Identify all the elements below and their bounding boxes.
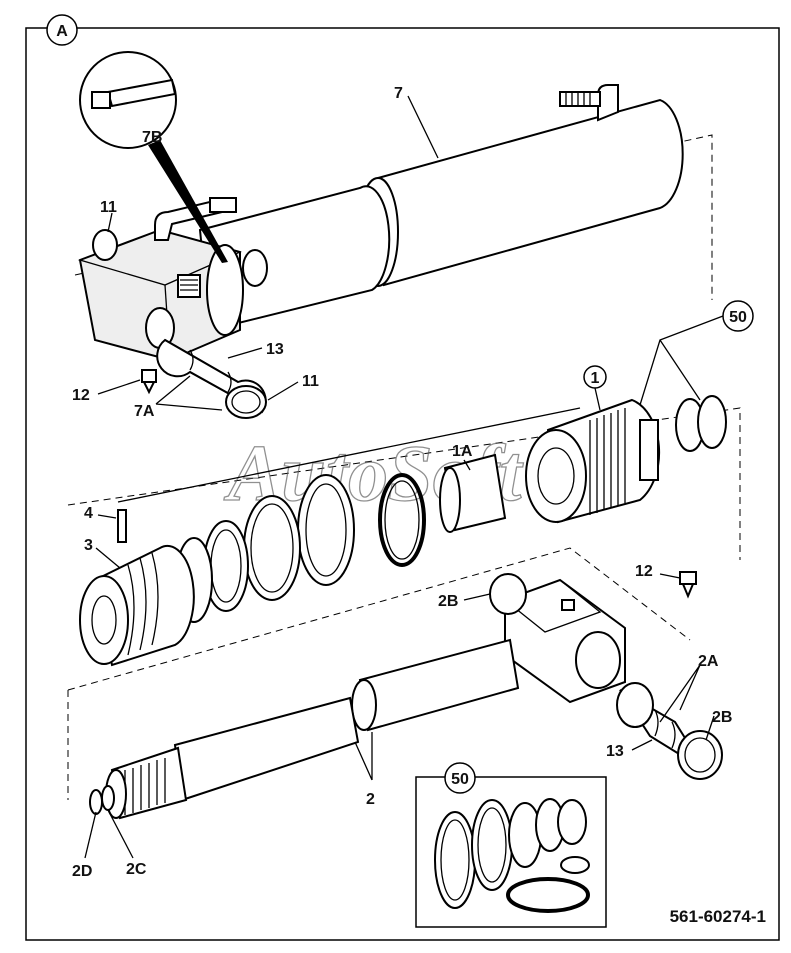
callout-11-top: 11 [100, 199, 117, 216]
callout-12-right: 12 [635, 563, 653, 580]
spacer [439, 453, 507, 533]
callout-50-top: 50 [722, 300, 754, 332]
callout-13-top: 13 [266, 341, 284, 358]
piston-rod [105, 638, 520, 820]
callout-2b-right: 2B [712, 709, 732, 726]
view-marker: A [46, 14, 78, 46]
gland [79, 544, 195, 667]
callout-7: 7 [394, 85, 403, 102]
callout-3: 3 [84, 537, 93, 554]
svg-text:50: 50 [729, 309, 747, 326]
o-ring [378, 473, 426, 567]
callout-2d: 2D [72, 863, 92, 880]
callout-7a: 7A [134, 403, 155, 420]
piston-wear-ring [697, 395, 727, 449]
callout-11-right: 11 [302, 373, 319, 390]
seal-kit-box [415, 776, 607, 928]
svg-text:1: 1 [591, 370, 600, 387]
detail-7b [79, 51, 228, 263]
callout-2b-left: 2B [438, 593, 458, 610]
drawing-frame [25, 27, 780, 941]
rod-eye-bushing [616, 682, 723, 780]
callout-2c: 2C [126, 861, 147, 878]
callout-2: 2 [366, 791, 375, 808]
callout-13-bottom: 13 [606, 743, 624, 760]
view-marker-label: A [56, 23, 68, 40]
head-bushing [156, 338, 267, 419]
rod-seal-ring-2 [243, 495, 301, 601]
grease-nipple-left [141, 369, 157, 395]
locking-pin [117, 509, 127, 543]
seal-ring-11-top [92, 229, 118, 261]
rod-assembly-outline [67, 547, 691, 800]
ring-2d [89, 789, 103, 815]
callout-1: 1 [583, 365, 607, 389]
cylinder-barrel [77, 84, 684, 362]
rod-eye-seal-top [489, 573, 527, 615]
callout-4: 4 [84, 505, 93, 522]
piston [525, 398, 661, 524]
callout-1a: 1A [452, 443, 473, 460]
leader-lines [84, 95, 724, 859]
callout-7b: 7B [142, 129, 162, 146]
grease-nipple-right [679, 571, 697, 599]
drawing-number: 561-60274-1 [670, 907, 766, 926]
svg-text:50: 50 [451, 771, 469, 788]
callout-labels: 7 7B 11 13 11 12 7A 50 1 1A 4 3 12 2B 2A… [72, 85, 754, 880]
callout-12-left: 12 [72, 387, 90, 404]
callout-50-kit: 50 [444, 762, 476, 794]
callout-2a: 2A [698, 653, 719, 670]
piston-assembly-outline [67, 407, 741, 560]
circlip-2c [101, 785, 115, 811]
